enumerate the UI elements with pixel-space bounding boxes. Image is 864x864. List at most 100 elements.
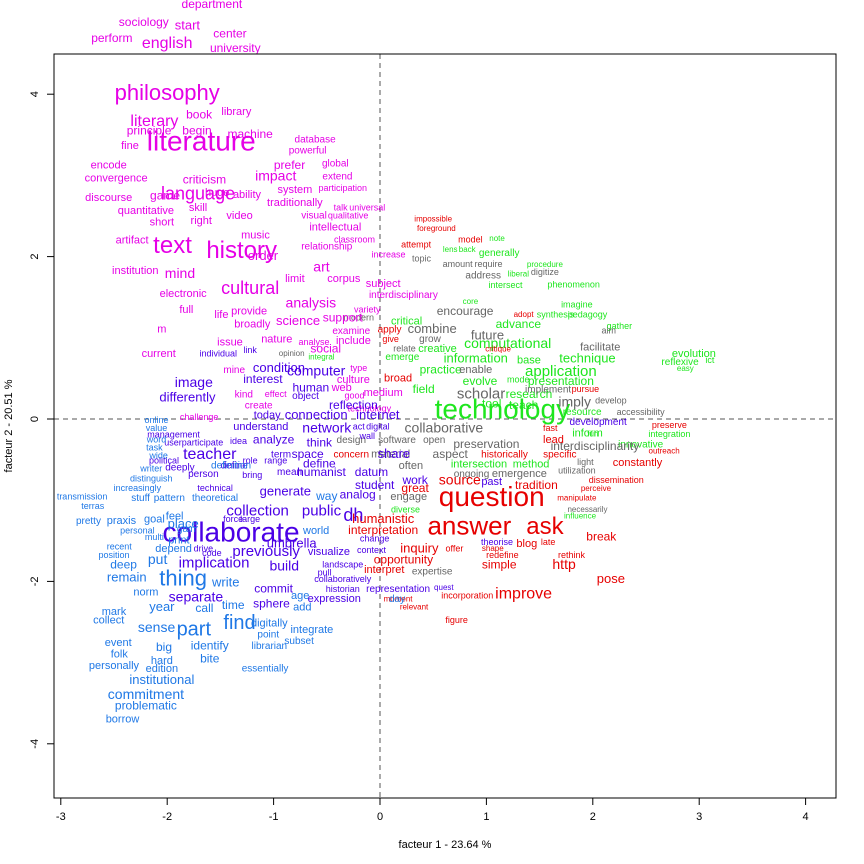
word-point: position bbox=[98, 550, 129, 560]
word-point: give bbox=[382, 334, 399, 344]
word-point: sphere bbox=[253, 596, 290, 610]
word-point: research bbox=[506, 387, 553, 401]
word-point: analysis bbox=[286, 294, 337, 310]
word-point: moment bbox=[384, 594, 414, 603]
word-point: hard bbox=[151, 655, 173, 667]
word-point: mean bbox=[277, 467, 302, 478]
word-point: way bbox=[315, 489, 337, 503]
word-point: stuff bbox=[131, 493, 150, 504]
word-point: time bbox=[222, 598, 245, 612]
word-point: work bbox=[401, 473, 428, 487]
word-point: idea bbox=[230, 436, 247, 446]
word-point: full bbox=[179, 304, 193, 316]
word-point: perceive bbox=[581, 484, 612, 493]
word-point: grow bbox=[419, 334, 441, 345]
word-point: easy bbox=[677, 364, 694, 373]
word-point: thing bbox=[159, 566, 207, 591]
word-point: define bbox=[303, 457, 336, 471]
word-point: talk bbox=[334, 202, 349, 212]
word-point: xml bbox=[153, 0, 170, 3]
word-point: essentially bbox=[242, 664, 289, 675]
word-point: literary bbox=[130, 113, 178, 130]
word-point: past bbox=[481, 476, 502, 488]
word-point: distinguish bbox=[130, 473, 173, 483]
word-point: integration bbox=[648, 429, 690, 439]
word-point: order bbox=[248, 248, 279, 263]
word-point: goal bbox=[144, 514, 165, 526]
word-point: problematic bbox=[115, 699, 177, 713]
word-point: shape bbox=[482, 544, 504, 553]
word-point: imagine bbox=[561, 300, 593, 310]
word-point: great bbox=[401, 481, 429, 495]
word-point: right bbox=[191, 215, 212, 227]
word-point: future bbox=[471, 328, 504, 343]
word-point: find bbox=[223, 612, 255, 634]
word-point: facilitate bbox=[580, 341, 620, 353]
word-point: critique bbox=[485, 344, 511, 353]
word-point: limit bbox=[285, 273, 305, 285]
word-point: multi bbox=[145, 532, 164, 542]
word-point: term bbox=[271, 449, 291, 460]
word-point: include bbox=[336, 335, 371, 347]
word-point: presentation bbox=[528, 374, 594, 388]
word-point: interpretation bbox=[348, 523, 418, 537]
word-point: foreground bbox=[417, 224, 456, 233]
word-point: rethink bbox=[558, 550, 586, 560]
x-tick-label: 2 bbox=[590, 811, 596, 823]
x-tick-label: 3 bbox=[696, 811, 702, 823]
word-point: history bbox=[206, 237, 277, 264]
word-point: core bbox=[463, 297, 479, 306]
word-point: mine bbox=[223, 365, 245, 376]
word-point: digitize bbox=[531, 267, 559, 277]
word-point: condition bbox=[253, 360, 305, 375]
word-point: accessibility bbox=[617, 407, 666, 417]
word-point: university bbox=[210, 41, 261, 55]
word-point: lead bbox=[543, 434, 564, 446]
word-point: start bbox=[175, 17, 201, 32]
word-point: electronic bbox=[160, 288, 208, 300]
word-point: implement bbox=[525, 384, 571, 395]
word-point: concern bbox=[333, 449, 369, 460]
word-point: fine bbox=[121, 140, 139, 152]
word-point: link bbox=[243, 345, 257, 355]
word-point: reflexive bbox=[661, 357, 699, 368]
word-point: big bbox=[156, 640, 172, 654]
word-point: public bbox=[302, 503, 342, 520]
word-point: technique bbox=[559, 350, 615, 365]
word-point: resource bbox=[563, 407, 602, 418]
y-tick-label: -4 bbox=[29, 739, 41, 749]
word-point: skill bbox=[189, 202, 207, 214]
word-point: generate bbox=[260, 484, 311, 499]
word-point: practice bbox=[420, 362, 462, 376]
word-point: modern bbox=[343, 313, 374, 323]
word-point: procedure bbox=[527, 260, 564, 269]
word-point: political bbox=[149, 456, 179, 466]
word-point: m bbox=[157, 324, 166, 336]
word-point: prefer bbox=[274, 158, 305, 172]
word-point: base bbox=[517, 354, 541, 366]
word-point: personal bbox=[120, 525, 155, 535]
word-point: folk bbox=[111, 648, 129, 660]
word-point: database bbox=[295, 134, 337, 145]
word-point: text bbox=[153, 232, 192, 259]
word-point: landscape bbox=[322, 560, 363, 570]
word-point: write bbox=[211, 574, 239, 589]
word-point: teacher bbox=[183, 446, 237, 463]
word-point: corpus bbox=[327, 273, 361, 285]
word-point: wall bbox=[358, 431, 375, 441]
word-point: intersection bbox=[451, 458, 507, 470]
word-point: wide bbox=[148, 451, 168, 461]
word-point: artifact bbox=[116, 234, 149, 246]
word-point: utilization bbox=[558, 465, 596, 475]
word-point: analyse bbox=[299, 337, 330, 347]
word-point: subset bbox=[284, 636, 314, 647]
word-point: separate bbox=[169, 588, 224, 604]
word-point: role bbox=[243, 456, 258, 466]
word-point: open bbox=[423, 435, 445, 446]
word-point: recent bbox=[107, 542, 133, 552]
word-point: representation bbox=[366, 584, 430, 595]
word-point: late bbox=[541, 537, 556, 547]
word-point: creative bbox=[418, 343, 457, 355]
word-point: code bbox=[202, 548, 222, 558]
